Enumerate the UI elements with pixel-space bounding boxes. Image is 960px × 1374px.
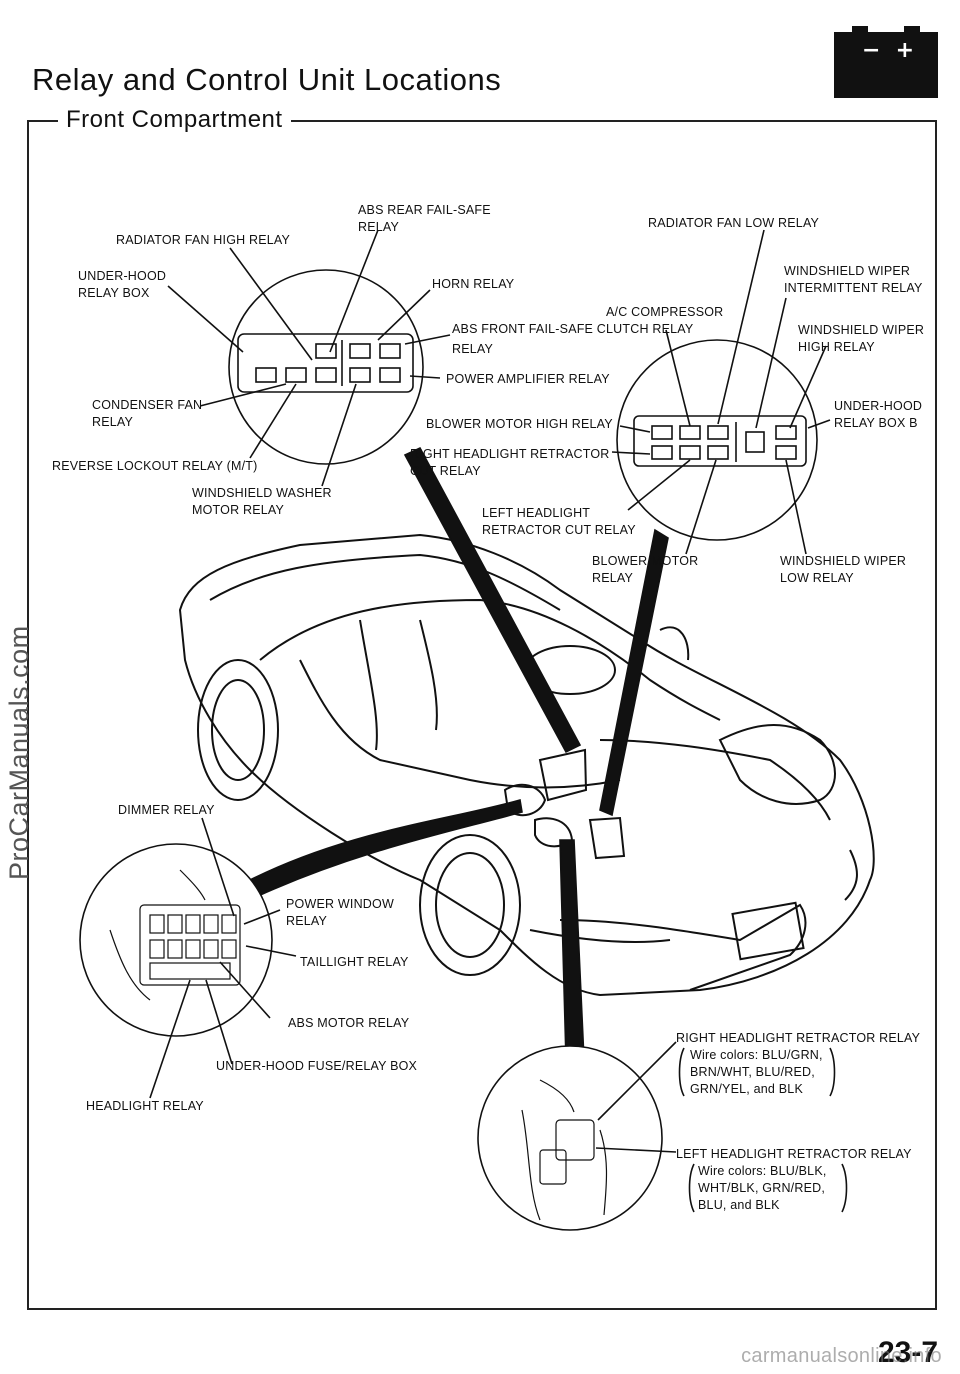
label-reverse-lockout-relay: REVERSE LOCKOUT RELAY (M/T): [52, 459, 258, 473]
retractor-sketch: [521, 1079, 608, 1221]
label-dimmer-relay: DIMMER RELAY: [118, 803, 215, 817]
label-radiator-fan-low-relay: RADIATOR FAN LOW RELAY: [648, 216, 820, 230]
relay-box-detail-circle: [228, 269, 424, 465]
label-right-headlight-retractor-relay: RIGHT HEADLIGHT RETRACTOR RELAY Wire col…: [676, 1031, 921, 1096]
retractor-detail-circle: [477, 1045, 663, 1231]
watermark-bottom: carmanualsonline.info: [741, 1345, 942, 1367]
label-ac-compressor-clutch-relay: A/C COMPRESSOR: [606, 305, 724, 319]
battery-minus-sign: −: [862, 38, 881, 63]
page-title: Relay and Control Unit Locations: [32, 62, 502, 97]
battery-icon: − +: [834, 26, 938, 98]
relay-box-b-detail-circle: [616, 339, 818, 541]
section-title: Front Compartment: [58, 106, 291, 134]
relay-box-relays: [255, 340, 401, 386]
label-abs-motor-relay: ABS MOTOR RELAY: [288, 1016, 410, 1030]
label-horn-relay: HORN RELAY: [432, 277, 515, 291]
battery-plus-sign: +: [895, 38, 914, 63]
label-radiator-fan-high-relay: RADIATOR FAN HIGH RELAY: [116, 233, 291, 247]
page-number: 23-7: [877, 1336, 938, 1369]
fuse-box-sketch: [109, 869, 241, 1001]
label-headlight-relay: HEADLIGHT RELAY: [86, 1099, 204, 1113]
label-blower-motor-high-relay: BLOWER MOTOR HIGH RELAY: [426, 417, 613, 431]
label-power-amplifier-relay: POWER AMPLIFIER RELAY: [446, 372, 610, 386]
watermark-side: ProCarManuals.com: [4, 625, 34, 880]
label-taillight-relay: TAILLIGHT RELAY: [300, 955, 409, 969]
label-left-headlight-retractor-relay: LEFT HEADLIGHT RETRACTOR RELAY Wire colo…: [676, 1147, 912, 1212]
label-under-hood-fuse-relay-box: UNDER-HOOD FUSE/RELAY BOX: [216, 1059, 418, 1073]
relay-box-b-relays: [651, 422, 797, 462]
section-frame: [27, 120, 937, 1310]
